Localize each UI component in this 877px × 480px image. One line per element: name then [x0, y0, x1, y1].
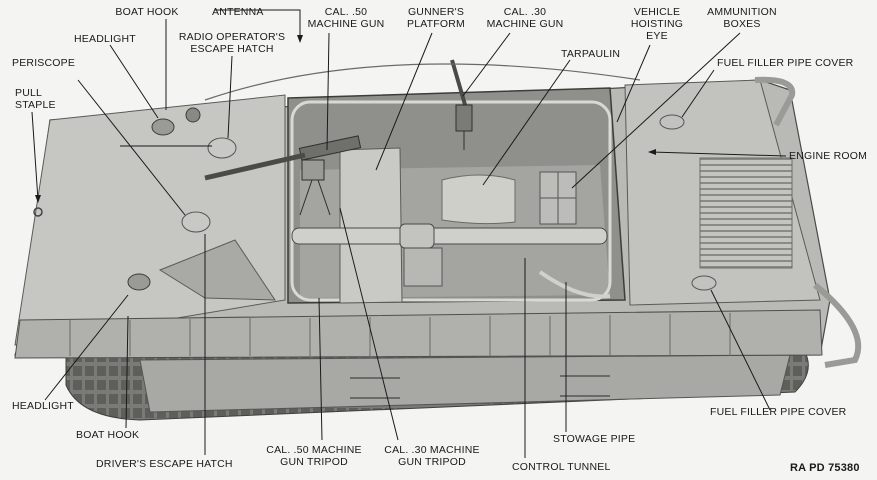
cal50-gun-shape	[204, 135, 362, 216]
label-cal50-gun: CAL. .50 MACHINE GUN	[307, 6, 385, 30]
engine-grill	[699, 157, 793, 269]
gunners-platform-shape	[339, 147, 403, 304]
label-fuel-filler-top: FUEL FILLER PIPE COVER	[717, 57, 854, 69]
stowage-pipe-shape	[538, 270, 611, 299]
label-headlight-top: HEADLIGHT	[74, 33, 136, 45]
label-cal30-tripod: CAL. .30 MACHINE GUN TRIPOD	[384, 444, 480, 468]
front-plate-ridge	[158, 239, 276, 301]
label-radio-hatch: RADIO OPERATOR'S ESCAPE HATCH	[178, 31, 286, 55]
label-drivers-hatch: DRIVER'S ESCAPE HATCH	[96, 458, 233, 470]
antenna-shape	[204, 63, 641, 101]
ammunition-boxes-shape	[539, 171, 577, 225]
label-stowage-pipe: STOWAGE PIPE	[553, 433, 636, 445]
label-boat-hook-top: BOAT HOOK	[115, 6, 179, 18]
label-control-tunnel: CONTROL TUNNEL	[512, 461, 611, 473]
lower-hull-side	[139, 354, 791, 413]
headlight-bottom-shape	[127, 273, 151, 291]
coaming-inner	[290, 100, 612, 302]
cal30-gun-shape	[450, 59, 473, 150]
rear-rail-bottom	[813, 282, 862, 368]
label-hoisting-eye: VEHICLE HOISTING EYE	[630, 6, 684, 42]
label-antenna: ANTENNA	[212, 6, 264, 18]
label-engine-room: ENGINE ROOM	[789, 150, 868, 162]
side-rail	[14, 309, 823, 359]
label-periscope: PERISCOPE	[12, 57, 76, 69]
driver-hatch-shape	[181, 211, 211, 233]
label-gunners-platform: GUNNER'S PLATFORM	[407, 6, 465, 30]
control-tunnel-shape	[291, 227, 608, 245]
label-cal50-tripod: CAL. .50 MACHINE GUN TRIPOD	[266, 444, 362, 468]
label-pull-staple: PULL STAPLE	[15, 87, 56, 111]
label-cal30-gun: CAL. .30 MACHINE GUN	[486, 6, 564, 30]
label-fuel-filler-bottom: FUEL FILLER PIPE COVER	[710, 406, 847, 418]
label-boat-hook-bottom: BOAT HOOK	[76, 429, 140, 441]
label-ammo-boxes: AMMUNITION BOXES	[707, 6, 777, 30]
label-headlight-bottom: HEADLIGHT	[12, 400, 74, 412]
reference-number: RA PD 75380	[790, 462, 860, 474]
label-tarpaulin: TARPAULIN	[561, 48, 621, 60]
rear-rail-top	[754, 76, 796, 127]
radio-hatch-shape	[207, 137, 237, 159]
leader-lines	[31, 9, 787, 458]
headlight-top-shape	[151, 118, 175, 136]
tarpaulin-shape	[441, 174, 516, 225]
